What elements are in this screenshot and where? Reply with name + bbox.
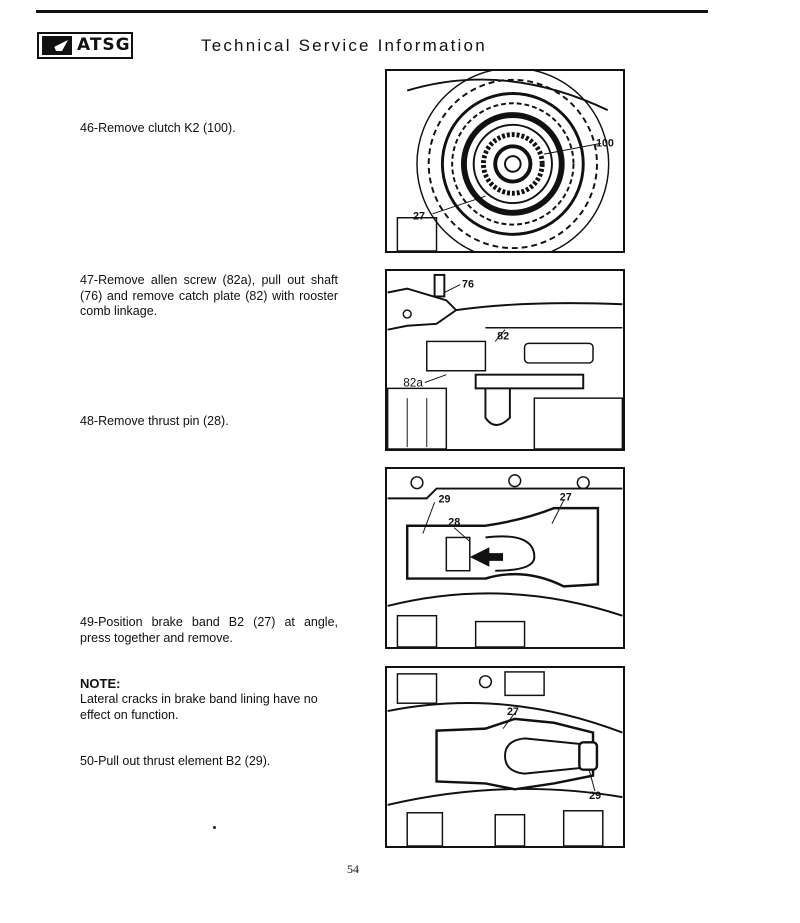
callout-28: 28 [448,517,460,529]
thrust-pin-illustration: 29 28 27 [387,474,623,647]
page-number: 54 [347,862,359,876]
header-rule [36,10,708,13]
callout-82: 82 [497,330,509,342]
callout-27: 27 [413,211,425,223]
callout-29: 29 [438,493,450,505]
scan-speck [213,826,216,829]
page-title: Technical Service Information [201,36,487,55]
step-49-text: 49-Position brake band B2 (27) at angle,… [80,615,338,645]
atsg-logo: ATSG [37,32,133,59]
figure-clutch-k2: 100 27 [385,69,625,253]
figure-thrust-element: 27 29 [385,666,625,848]
atsg-logo-icon [42,36,72,55]
callout-27: 27 [507,706,519,718]
figure-catch-plate: 76 82 82a [385,269,625,451]
figure-thrust-pin: 29 28 27 [385,467,625,649]
note-label: NOTE: [80,676,121,691]
callout-82a: 82a [403,376,423,389]
callout-29: 29 [589,790,601,802]
callout-76: 76 [462,279,474,291]
step-46-text: 46-Remove clutch K2 (100). [80,121,236,135]
step-50-text: 50-Pull out thrust element B2 (29). [80,754,271,768]
step-47-text: 47-Remove allen screw (82a), pull out sh… [80,273,338,318]
callout-100: 100 [596,137,614,149]
clutch-k2-illustration: 100 27 [396,71,614,251]
callout-27: 27 [560,491,572,503]
thrust-element-illustration: 27 29 [387,671,623,846]
logo-text: ATSG [77,35,131,55]
catch-plate-illustration: 76 82 82a [387,273,623,449]
note-text: Lateral cracks in brake band lining have… [80,692,318,722]
step-48-text: 48-Remove thrust pin (28). [80,414,229,428]
